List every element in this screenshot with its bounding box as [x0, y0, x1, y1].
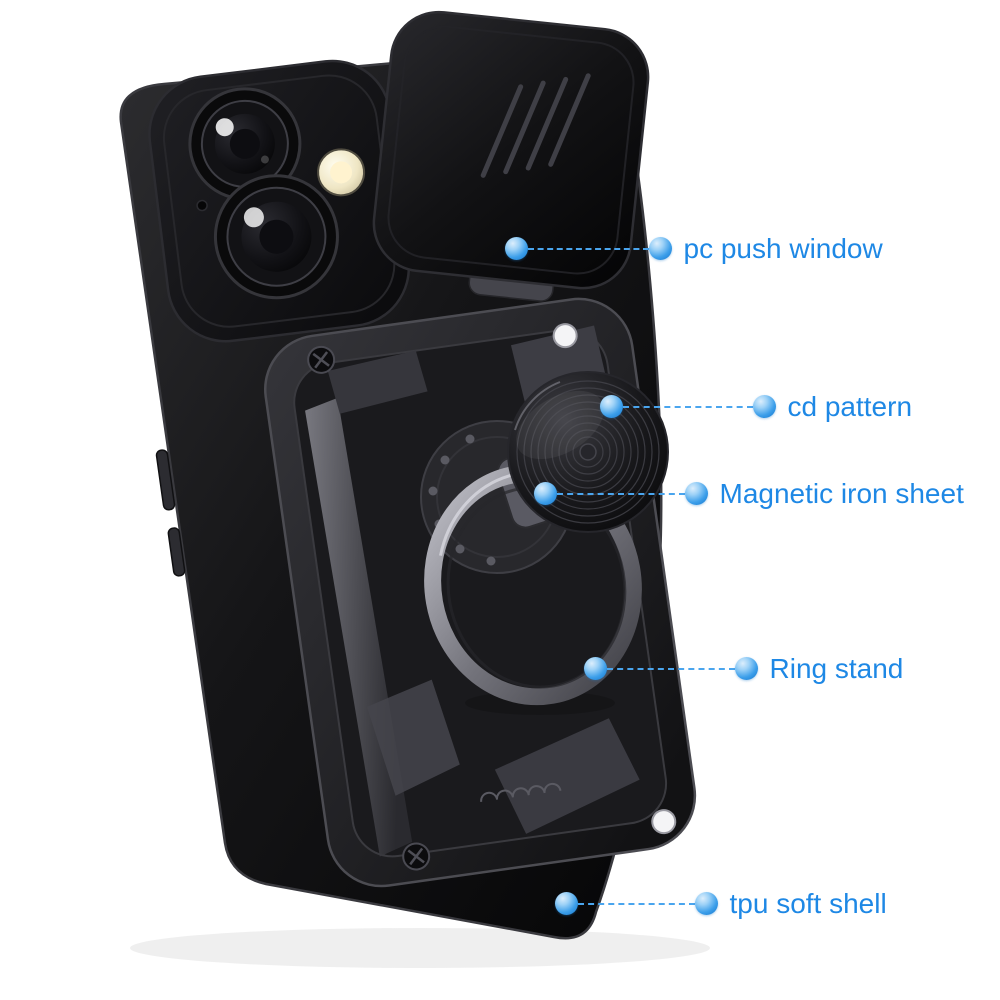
armor-facet-top: [327, 350, 428, 414]
camera-lens-bottom: [213, 174, 339, 300]
screw-bottom-left: [402, 842, 431, 871]
cd-grooves: [516, 380, 660, 524]
case-shadow: [130, 928, 710, 968]
rivet-dots: [428, 434, 496, 566]
screw-hole-bottom-right: [651, 809, 677, 835]
screw-top-left: [307, 345, 336, 374]
side-button-power: [167, 527, 186, 577]
armor-facet-lower-right: [494, 718, 640, 834]
camera-island: [148, 59, 411, 343]
scallop-detail: [480, 782, 562, 803]
flash-led: [317, 148, 366, 197]
grip-lines: [480, 73, 591, 178]
camera-lens-top: [188, 87, 302, 201]
armor-facet-lower-left: [366, 679, 460, 796]
screw-hole-top-right: [552, 323, 578, 349]
mic-hole: [196, 199, 208, 212]
push-window-cover: [372, 10, 650, 290]
side-button-volume: [155, 449, 176, 511]
